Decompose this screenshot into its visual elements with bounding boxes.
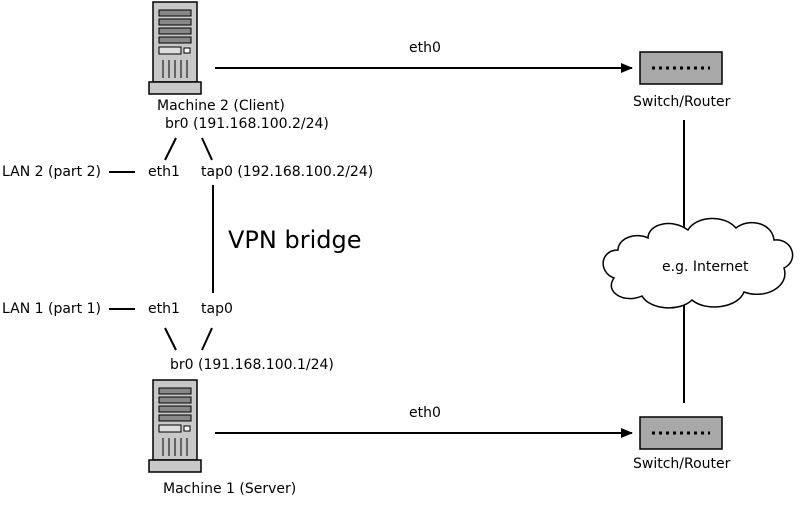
machine1-label: Machine 1 (Server) [163, 481, 297, 497]
switch-top-label: Switch/Router [633, 94, 731, 110]
tap0-to-br0-line-bottom [201, 327, 213, 351]
lan1-label: LAN 1 (part 1) [2, 301, 101, 317]
machine2-br0-label: br0 (191.168.100.2/24) [165, 116, 329, 132]
cloud-label: e.g. Internet [662, 259, 749, 275]
switch-router-bottom-icon [639, 416, 723, 450]
internet-cloud-icon [602, 217, 794, 309]
machine2-tap0-label: tap0 (192.168.100.2/24) [201, 164, 374, 180]
machine2-eth0-label: eth0 [409, 40, 441, 56]
lan2-label: LAN 2 (part 2) [2, 164, 101, 180]
machine1-server-icon [148, 379, 202, 473]
machine2-server-icon [148, 1, 202, 95]
eth1-to-br0-line-bottom [164, 327, 177, 351]
switch-router-top-icon [639, 51, 723, 85]
machine1-br0-label: br0 (191.168.100.1/24) [170, 357, 334, 373]
br0-to-eth1-line-top [164, 137, 177, 161]
machine1-eth1-label: eth1 [148, 301, 180, 317]
machine1-tap0-label: tap0 [201, 301, 233, 317]
br0-to-tap0-line-top [201, 137, 213, 161]
machine2-label: Machine 2 (Client) [157, 98, 285, 114]
machine1-eth0-label: eth0 [409, 405, 441, 421]
switch-bottom-label: Switch/Router [633, 456, 731, 472]
vpn-bridge-label: VPN bridge [228, 226, 362, 254]
machine2-eth1-label: eth1 [148, 164, 180, 180]
